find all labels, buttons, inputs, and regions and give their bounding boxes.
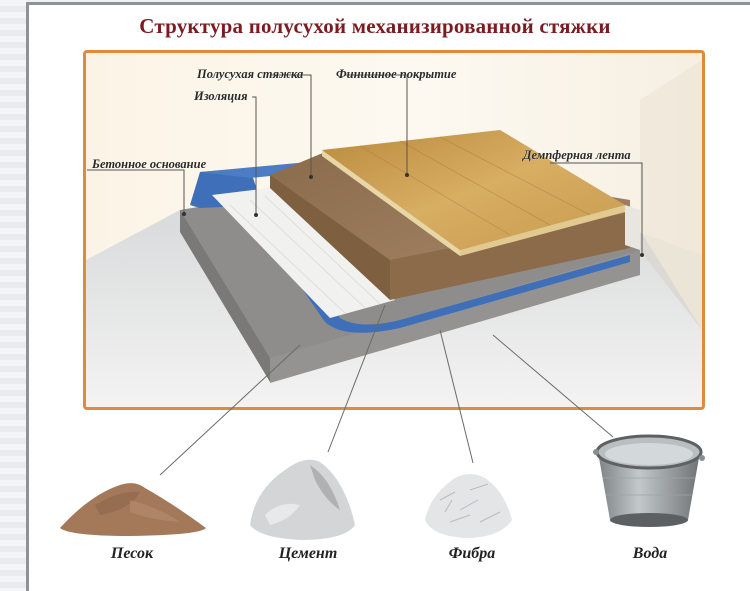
label-semi-dry-screed: Полусухая стяжка bbox=[197, 67, 304, 81]
label-damper-tape: Демпферная лента bbox=[523, 148, 631, 162]
layer-leader-lines bbox=[87, 74, 643, 255]
damper-tape-layer bbox=[625, 205, 640, 250]
cement-pile-icon bbox=[250, 459, 355, 540]
label-concrete-base: Бетонное основание bbox=[92, 157, 207, 171]
label-finish-coating: Финишное покрытие bbox=[336, 67, 457, 81]
left-margin-strip bbox=[0, 0, 26, 591]
fiber-pile-icon bbox=[425, 474, 512, 538]
insulation-mat-layer bbox=[212, 188, 395, 318]
material-label-cement: Цемент bbox=[278, 545, 338, 562]
material-leader-lines bbox=[159, 304, 614, 476]
material-label-sand: Песок bbox=[110, 545, 154, 562]
sand-pile-icon bbox=[60, 483, 206, 536]
diagram-title: Структура полусухой механизированной стя… bbox=[139, 14, 611, 38]
label-insulation: Изоляция bbox=[194, 89, 248, 103]
material-label-fiber: Фибра bbox=[448, 545, 496, 562]
water-bucket-icon bbox=[593, 434, 705, 527]
finish-coating-layer bbox=[322, 130, 625, 256]
material-label-water: Вода bbox=[632, 545, 668, 562]
